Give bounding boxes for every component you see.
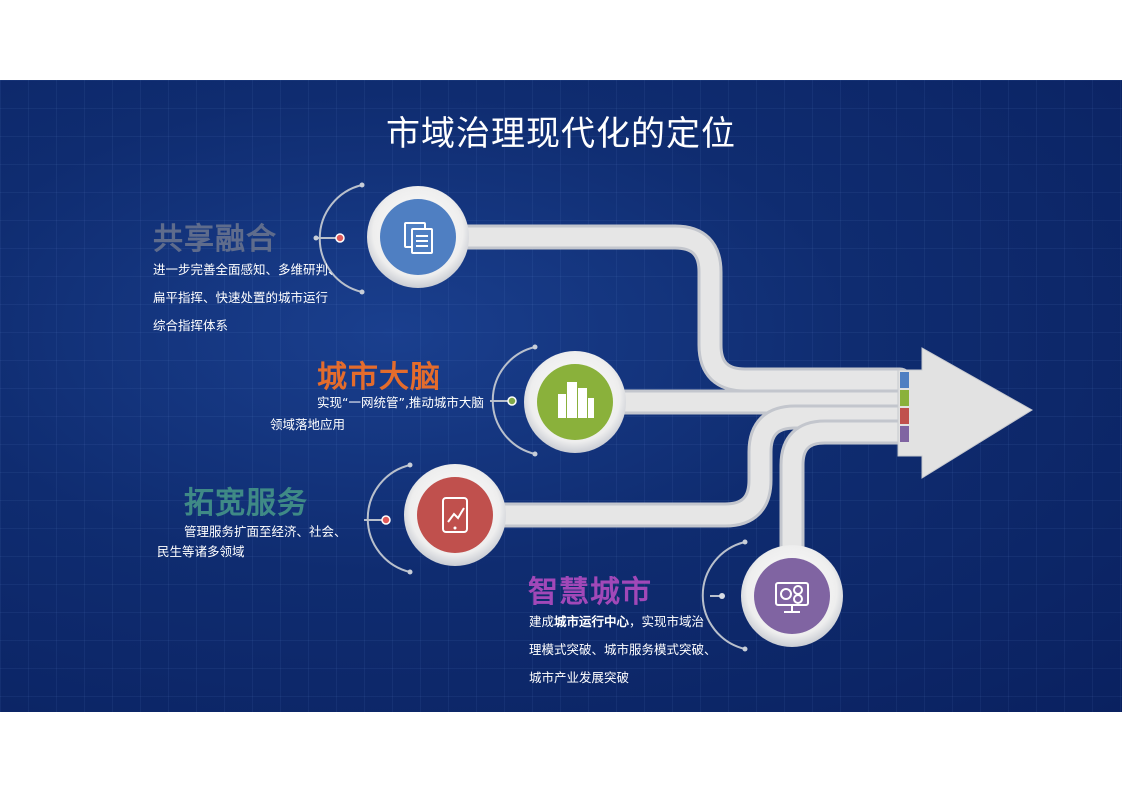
desc-bold-text: 城市运行中心 (554, 614, 630, 629)
desc-line: 建成城市运行中心，实现市域治 (529, 608, 749, 636)
page-title: 市域治理现代化的定位 (386, 114, 736, 154)
desc-expand-services-line2: 民生等诸多领域 (157, 544, 245, 559)
arrow-head (897, 347, 1033, 479)
desc-line: 城市产业发展突破 (529, 670, 630, 685)
node-expand-services (364, 462, 506, 575)
color-band-red (900, 408, 909, 424)
desc-city-brain-line2: 领域落地应用 (270, 417, 346, 432)
desc-line: 进一步完善全面感知、多维研判、 (153, 262, 341, 277)
heading-shared-fusion: 共享融合 (153, 222, 277, 257)
heading-city-brain: 城市大脑 (317, 360, 441, 395)
node-shared-fusion (313, 182, 469, 295)
desc-line: 综合指挥体系 (153, 318, 229, 333)
buildings-icon (558, 382, 594, 418)
mobile-chart-icon (442, 497, 468, 533)
color-band-purple (900, 426, 909, 442)
desc-city-brain-line1: 实现“一网统管”,推动城市大脑 (317, 395, 484, 410)
document-icon (404, 222, 433, 254)
desc-text: 建成 (529, 614, 555, 629)
slide: 市域治理现代化的定位 (0, 80, 1122, 712)
desc-expand-services-line1: 管理服务扩面至经济、社会、 (184, 524, 347, 539)
heading-smart-city: 智慧城市 (528, 575, 652, 610)
pipes (407, 224, 913, 563)
color-band-blue (900, 372, 909, 388)
desc-text: ，实现市域治 (629, 614, 705, 629)
node-smart-city (701, 539, 843, 652)
desc-shared-fusion: 进一步完善全面感知、多维研判、 扁平指挥、快速处置的城市运行 综合指挥体系 (153, 256, 363, 340)
desc-line: 理模式突破、城市服务模式突破、 (529, 642, 717, 657)
desc-smart-city: 建成城市运行中心，实现市域治 理模式突破、城市服务模式突破、 城市产业发展突破 (529, 608, 749, 692)
heading-expand-services: 拓宽服务 (184, 486, 308, 521)
node-city-brain (490, 344, 626, 457)
desc-line: 扁平指挥、快速处置的城市运行 (153, 290, 329, 305)
flow-diagram (313, 182, 1033, 652)
monitor-money-icon (775, 582, 809, 613)
color-band-green (900, 390, 909, 406)
